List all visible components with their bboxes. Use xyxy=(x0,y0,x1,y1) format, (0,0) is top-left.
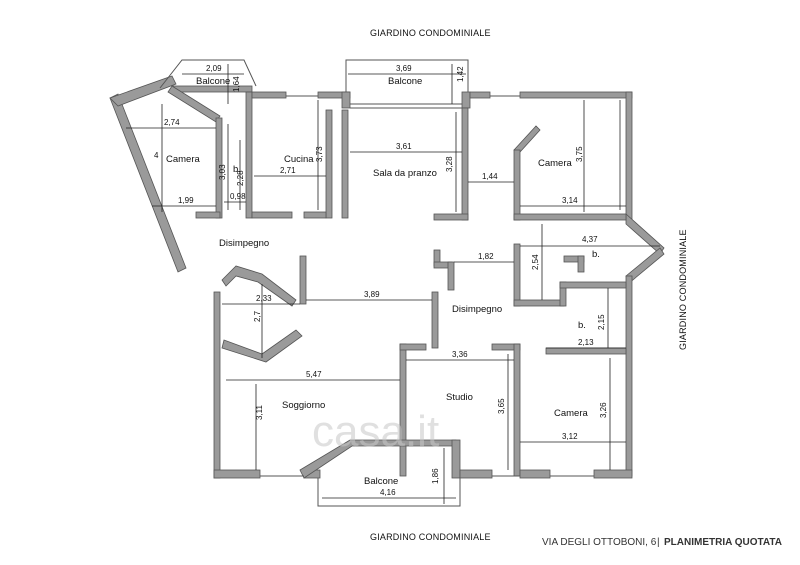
footer: VIA DEGLI OTTOBONI, 6 | PLANIMETRIA QUOT… xyxy=(542,537,782,548)
dimension-lines xyxy=(126,64,660,504)
dim-label: 3,26 xyxy=(599,402,608,418)
room-bagno-right-2: b. xyxy=(578,320,586,331)
dim-label: 2,71 xyxy=(280,166,296,175)
dim-label: 1,86 xyxy=(431,468,440,484)
dim-label: 5,47 xyxy=(306,370,322,379)
dim-label: 3,28 xyxy=(445,156,454,172)
room-soggiorno: Soggiorno xyxy=(282,400,325,411)
room-camera-top-right: Camera xyxy=(538,158,573,169)
dim-label: 1,64 xyxy=(232,76,241,92)
room-bagno-right-1: b. xyxy=(592,249,600,260)
room-balcone-top: Balcone xyxy=(388,76,422,87)
dim-label: 4 xyxy=(154,151,159,160)
dim-label: 0,98 xyxy=(230,192,246,201)
garden-label-right: GIARDINO CONDOMINIALE xyxy=(678,229,688,350)
dim-label: 3,11 xyxy=(255,404,264,420)
dim-label: 3,65 xyxy=(497,398,506,414)
dim-label: 3,14 xyxy=(562,196,578,205)
dim-label: 3,69 xyxy=(396,64,412,73)
room-balcone-top-left: Balcone xyxy=(196,76,230,87)
garden-label-top: GIARDINO CONDOMINIALE xyxy=(370,28,491,38)
dim-label: 1,82 xyxy=(478,252,494,261)
dim-label: 3,03 xyxy=(218,164,227,180)
room-studio: Studio xyxy=(446,392,473,403)
dim-label: 3,61 xyxy=(396,142,412,151)
room-balcone-bottom: Balcone xyxy=(364,476,398,487)
room-bagno-left: b. xyxy=(233,164,241,175)
dim-label: 2,09 xyxy=(206,64,222,73)
dim-label: 4,16 xyxy=(380,488,396,497)
dim-label: 1,42 xyxy=(456,66,465,82)
dim-label: 3,89 xyxy=(364,290,380,299)
footer-address: VIA DEGLI OTTOBONI, 6 xyxy=(542,537,657,548)
room-camera-left: Camera xyxy=(166,154,201,165)
dim-label: 1,99 xyxy=(178,196,194,205)
dim-label: 3,75 xyxy=(575,146,584,162)
dim-label: 2,33 xyxy=(256,294,272,303)
watermark-text: casa.it xyxy=(312,407,439,456)
room-sala-da-pranzo: Sala da pranzo xyxy=(373,168,437,179)
room-disimpegno-right: Disimpegno xyxy=(452,304,502,315)
room-camera-bottom-right: Camera xyxy=(554,408,589,419)
room-labels: Balcone Balcone Camera b. Cucina Sala da… xyxy=(166,76,600,487)
dim-label: 2,7 xyxy=(253,310,262,322)
dim-label: 2,74 xyxy=(164,118,180,127)
dim-label: 1,44 xyxy=(482,172,498,181)
dim-label: 3,36 xyxy=(452,350,468,359)
room-disimpegno-left: Disimpegno xyxy=(219,238,269,249)
footer-title: PLANIMETRIA QUOTATA xyxy=(664,537,782,548)
dim-label: 2,54 xyxy=(531,254,540,270)
room-cucina: Cucina xyxy=(284,154,314,165)
dim-label: 2,13 xyxy=(578,338,594,347)
dim-label: 3,73 xyxy=(315,146,324,162)
garden-label-bottom: GIARDINO CONDOMINIALE xyxy=(370,532,491,542)
dim-label: 2,15 xyxy=(597,314,606,330)
dim-label: 3,12 xyxy=(562,432,578,441)
walls xyxy=(109,59,665,507)
dim-label: 4,37 xyxy=(582,235,598,244)
dimension-labels: 2,09 1,64 3,69 1,42 2,74 4 3,03 2,28 0,9… xyxy=(154,64,608,497)
footer-separator: | xyxy=(657,537,660,548)
dim-label: 2,28 xyxy=(236,170,245,186)
